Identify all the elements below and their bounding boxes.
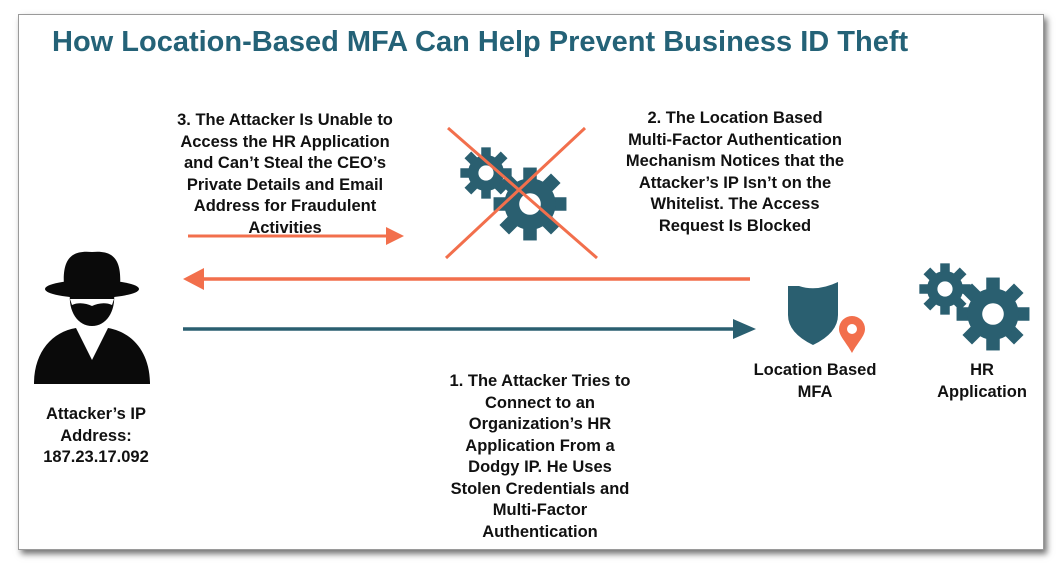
step1-text: 1. The Attacker Tries to Connect to an O… bbox=[449, 372, 631, 541]
hacker-icon bbox=[34, 251, 150, 384]
crossed-gears-icon bbox=[444, 126, 598, 260]
gears-icon bbox=[919, 263, 1030, 351]
hr-application-label: HR Application bbox=[937, 361, 1027, 401]
diagram-title: How Location-Based MFA Can Help Prevent … bbox=[52, 26, 909, 58]
attacker-ip-label: Attacker’s IP Address: 187.23.17.092 bbox=[43, 405, 149, 466]
step2-text: 2. The Location Based Multi-Factor Authe… bbox=[625, 109, 845, 235]
step2-arrow bbox=[183, 268, 750, 290]
step1-arrow bbox=[183, 319, 756, 339]
step3-text: 3. The Attacker Is Unable to Access the … bbox=[177, 111, 393, 237]
shield-location-icon bbox=[788, 282, 865, 353]
mfa-label: Location Based MFA bbox=[753, 361, 877, 401]
step3-arrow bbox=[188, 227, 404, 245]
